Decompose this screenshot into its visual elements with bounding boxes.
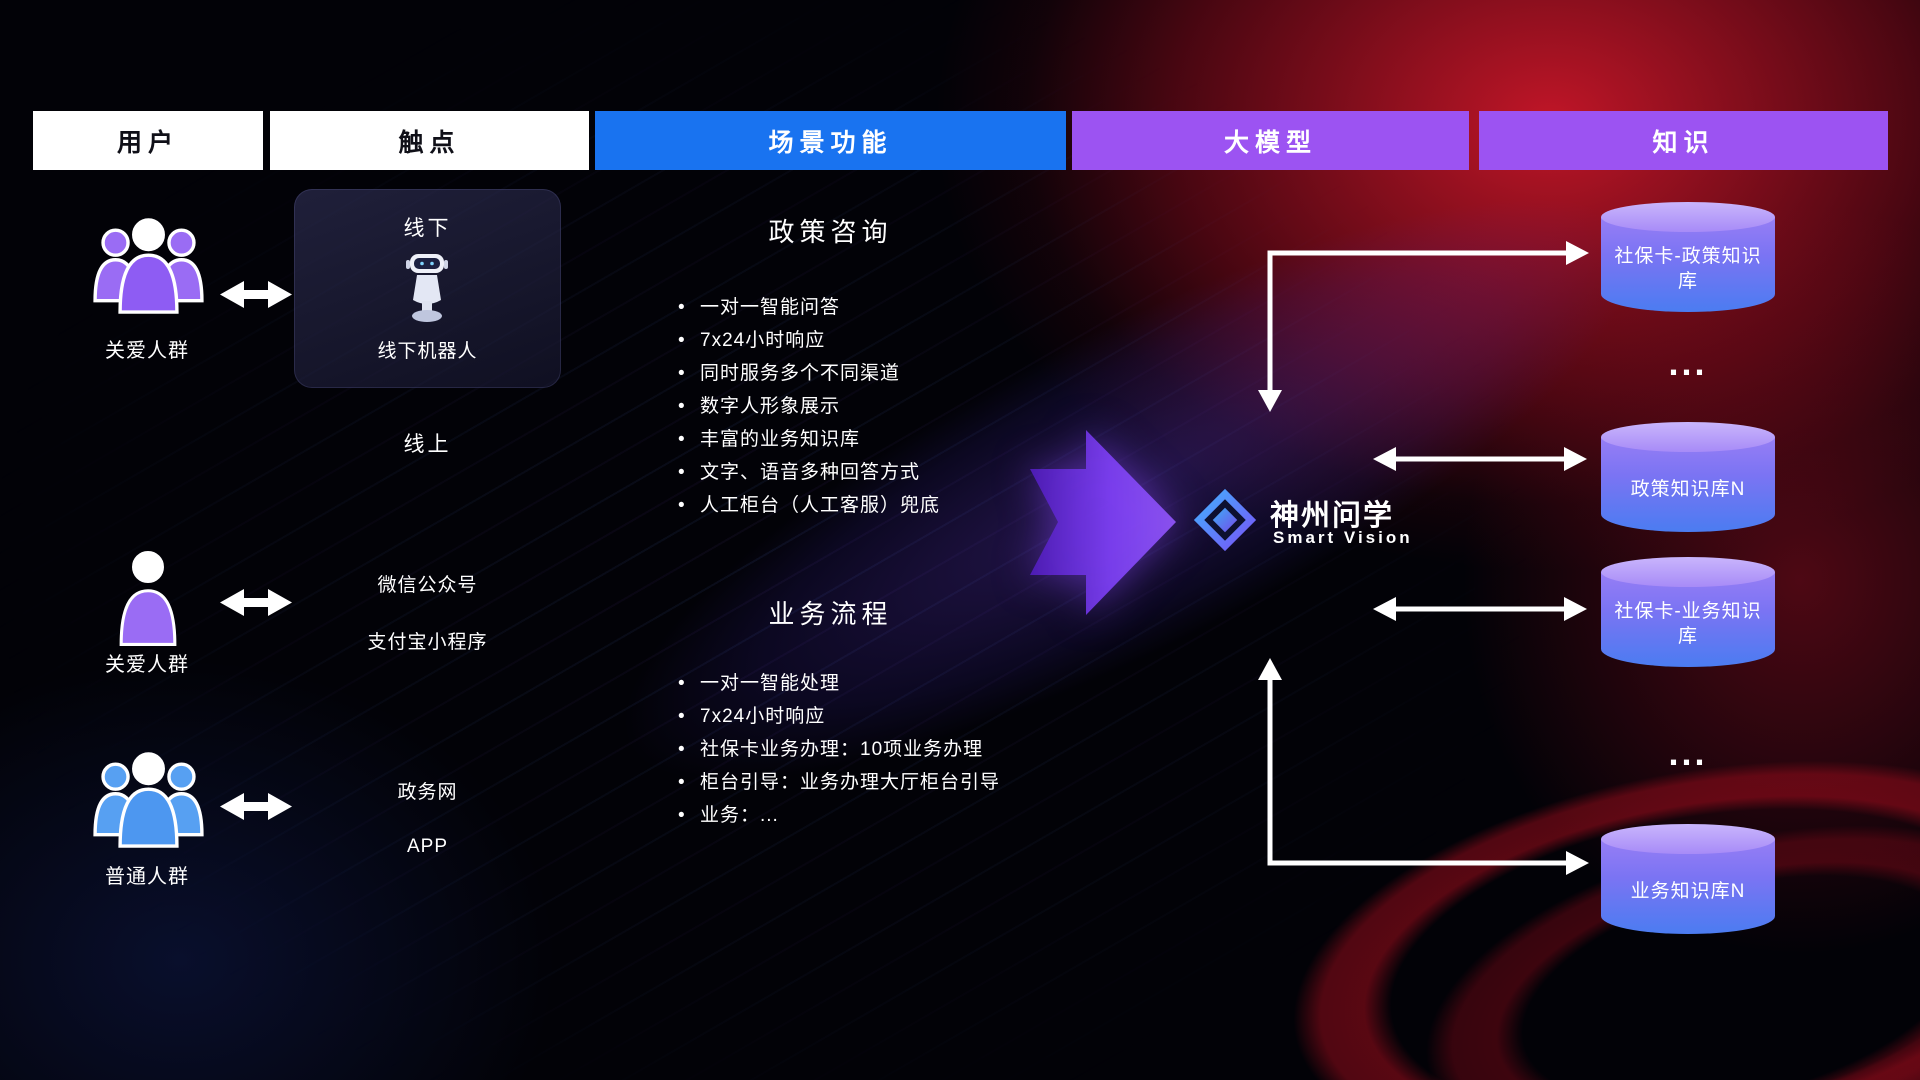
user-label-general-group: 普通人群 <box>105 866 189 888</box>
user-label-care-group-2: 关爱人群 <box>105 654 189 676</box>
list-item: 同时服务多个不同渠道 <box>676 357 940 390</box>
offline-caption: 线下机器人 <box>377 341 478 362</box>
scenario-title-business: 业务流程 <box>768 599 893 629</box>
arrow-policy-n <box>1373 447 1587 471</box>
kb-card-policy-n: 政策知识库N <box>1601 422 1775 532</box>
database-cylinder-top <box>1601 202 1775 232</box>
connector-arrow-3 <box>220 793 292 820</box>
scenario-title-policy: 政策咨询 <box>768 217 893 247</box>
list-item: 一对一智能处理 <box>676 667 1000 700</box>
column-header-users: 用户 <box>33 111 263 170</box>
list-item: 柜台引导：业务办理大厅柜台引导 <box>676 766 1000 799</box>
arrow-business-kb <box>1373 597 1587 621</box>
kb-card-policy-social: 社保卡-政策知识库 <box>1601 202 1775 312</box>
kb-label: 业务知识库N <box>1630 880 1746 902</box>
model-subtitle: Smart Vision <box>1273 528 1413 547</box>
channel-gov-portal: 政务网 <box>397 782 458 803</box>
connector-arrow-1 <box>220 281 292 308</box>
service-robot-icon <box>406 254 448 322</box>
group-people-purple-icon <box>93 218 204 314</box>
kb-label: 社保卡-政策知识库 <box>1614 246 1762 292</box>
list-item: 一对一智能问答 <box>676 291 940 324</box>
user-label-care-group-1: 关爱人群 <box>105 340 189 362</box>
online-title: 线上 <box>403 433 452 456</box>
database-cylinder-top <box>1601 824 1775 854</box>
kb-ellipsis-1: ... <box>1668 342 1708 383</box>
offline-title: 线下 <box>403 217 452 240</box>
flow-arrow-icon <box>1030 430 1176 615</box>
arrow-bottom-elbow <box>1258 658 1589 875</box>
diamond-logo-icon <box>1193 488 1257 552</box>
list-item: 人工柜台（人工客服）兜底 <box>676 489 940 522</box>
channel-app: APP <box>406 836 449 857</box>
background-red-swoosh <box>1092 489 1920 1080</box>
database-cylinder-top <box>1601 422 1775 452</box>
kb-ellipsis-2: ... <box>1668 732 1708 773</box>
list-item: 数字人形象展示 <box>676 390 940 423</box>
list-item: 文字、语音多种回答方式 <box>676 456 940 489</box>
kb-label: 社保卡-业务知识库 <box>1614 601 1762 647</box>
person-purple-icon <box>119 551 177 646</box>
group-people-blue-icon <box>93 752 204 848</box>
list-item: 7x24小时响应 <box>676 700 1000 733</box>
connector-arrow-2 <box>220 589 292 616</box>
column-header-model: 大模型 <box>1072 111 1469 170</box>
list-item: 业务：... <box>676 799 1000 832</box>
database-cylinder-top <box>1601 557 1775 587</box>
channel-alipay-miniprogram: 支付宝小程序 <box>367 632 488 653</box>
list-item: 社保卡业务办理：10项业务办理 <box>676 733 1000 766</box>
kb-card-business-social: 社保卡-业务知识库 <box>1601 557 1775 667</box>
policy-feature-list: 一对一智能问答 7x24小时响应 同时服务多个不同渠道 数字人形象展示 丰富的业… <box>676 291 940 522</box>
kb-label: 政策知识库N <box>1630 478 1746 500</box>
column-header-knowledge: 知识 <box>1479 111 1888 170</box>
column-header-scenario: 场景功能 <box>595 111 1066 170</box>
channel-wechat-official-account: 微信公众号 <box>377 575 478 596</box>
list-item: 7x24小时响应 <box>676 324 940 357</box>
background-red-swoosh-2 <box>1230 578 1920 1080</box>
kb-card-business-n: 业务知识库N <box>1601 824 1775 934</box>
arrow-top-elbow <box>1258 241 1589 412</box>
list-item: 丰富的业务知识库 <box>676 423 940 456</box>
column-header-touchpoints: 触点 <box>270 111 589 170</box>
business-feature-list: 一对一智能处理 7x24小时响应 社保卡业务办理：10项业务办理 柜台引导：业务… <box>676 667 1000 832</box>
